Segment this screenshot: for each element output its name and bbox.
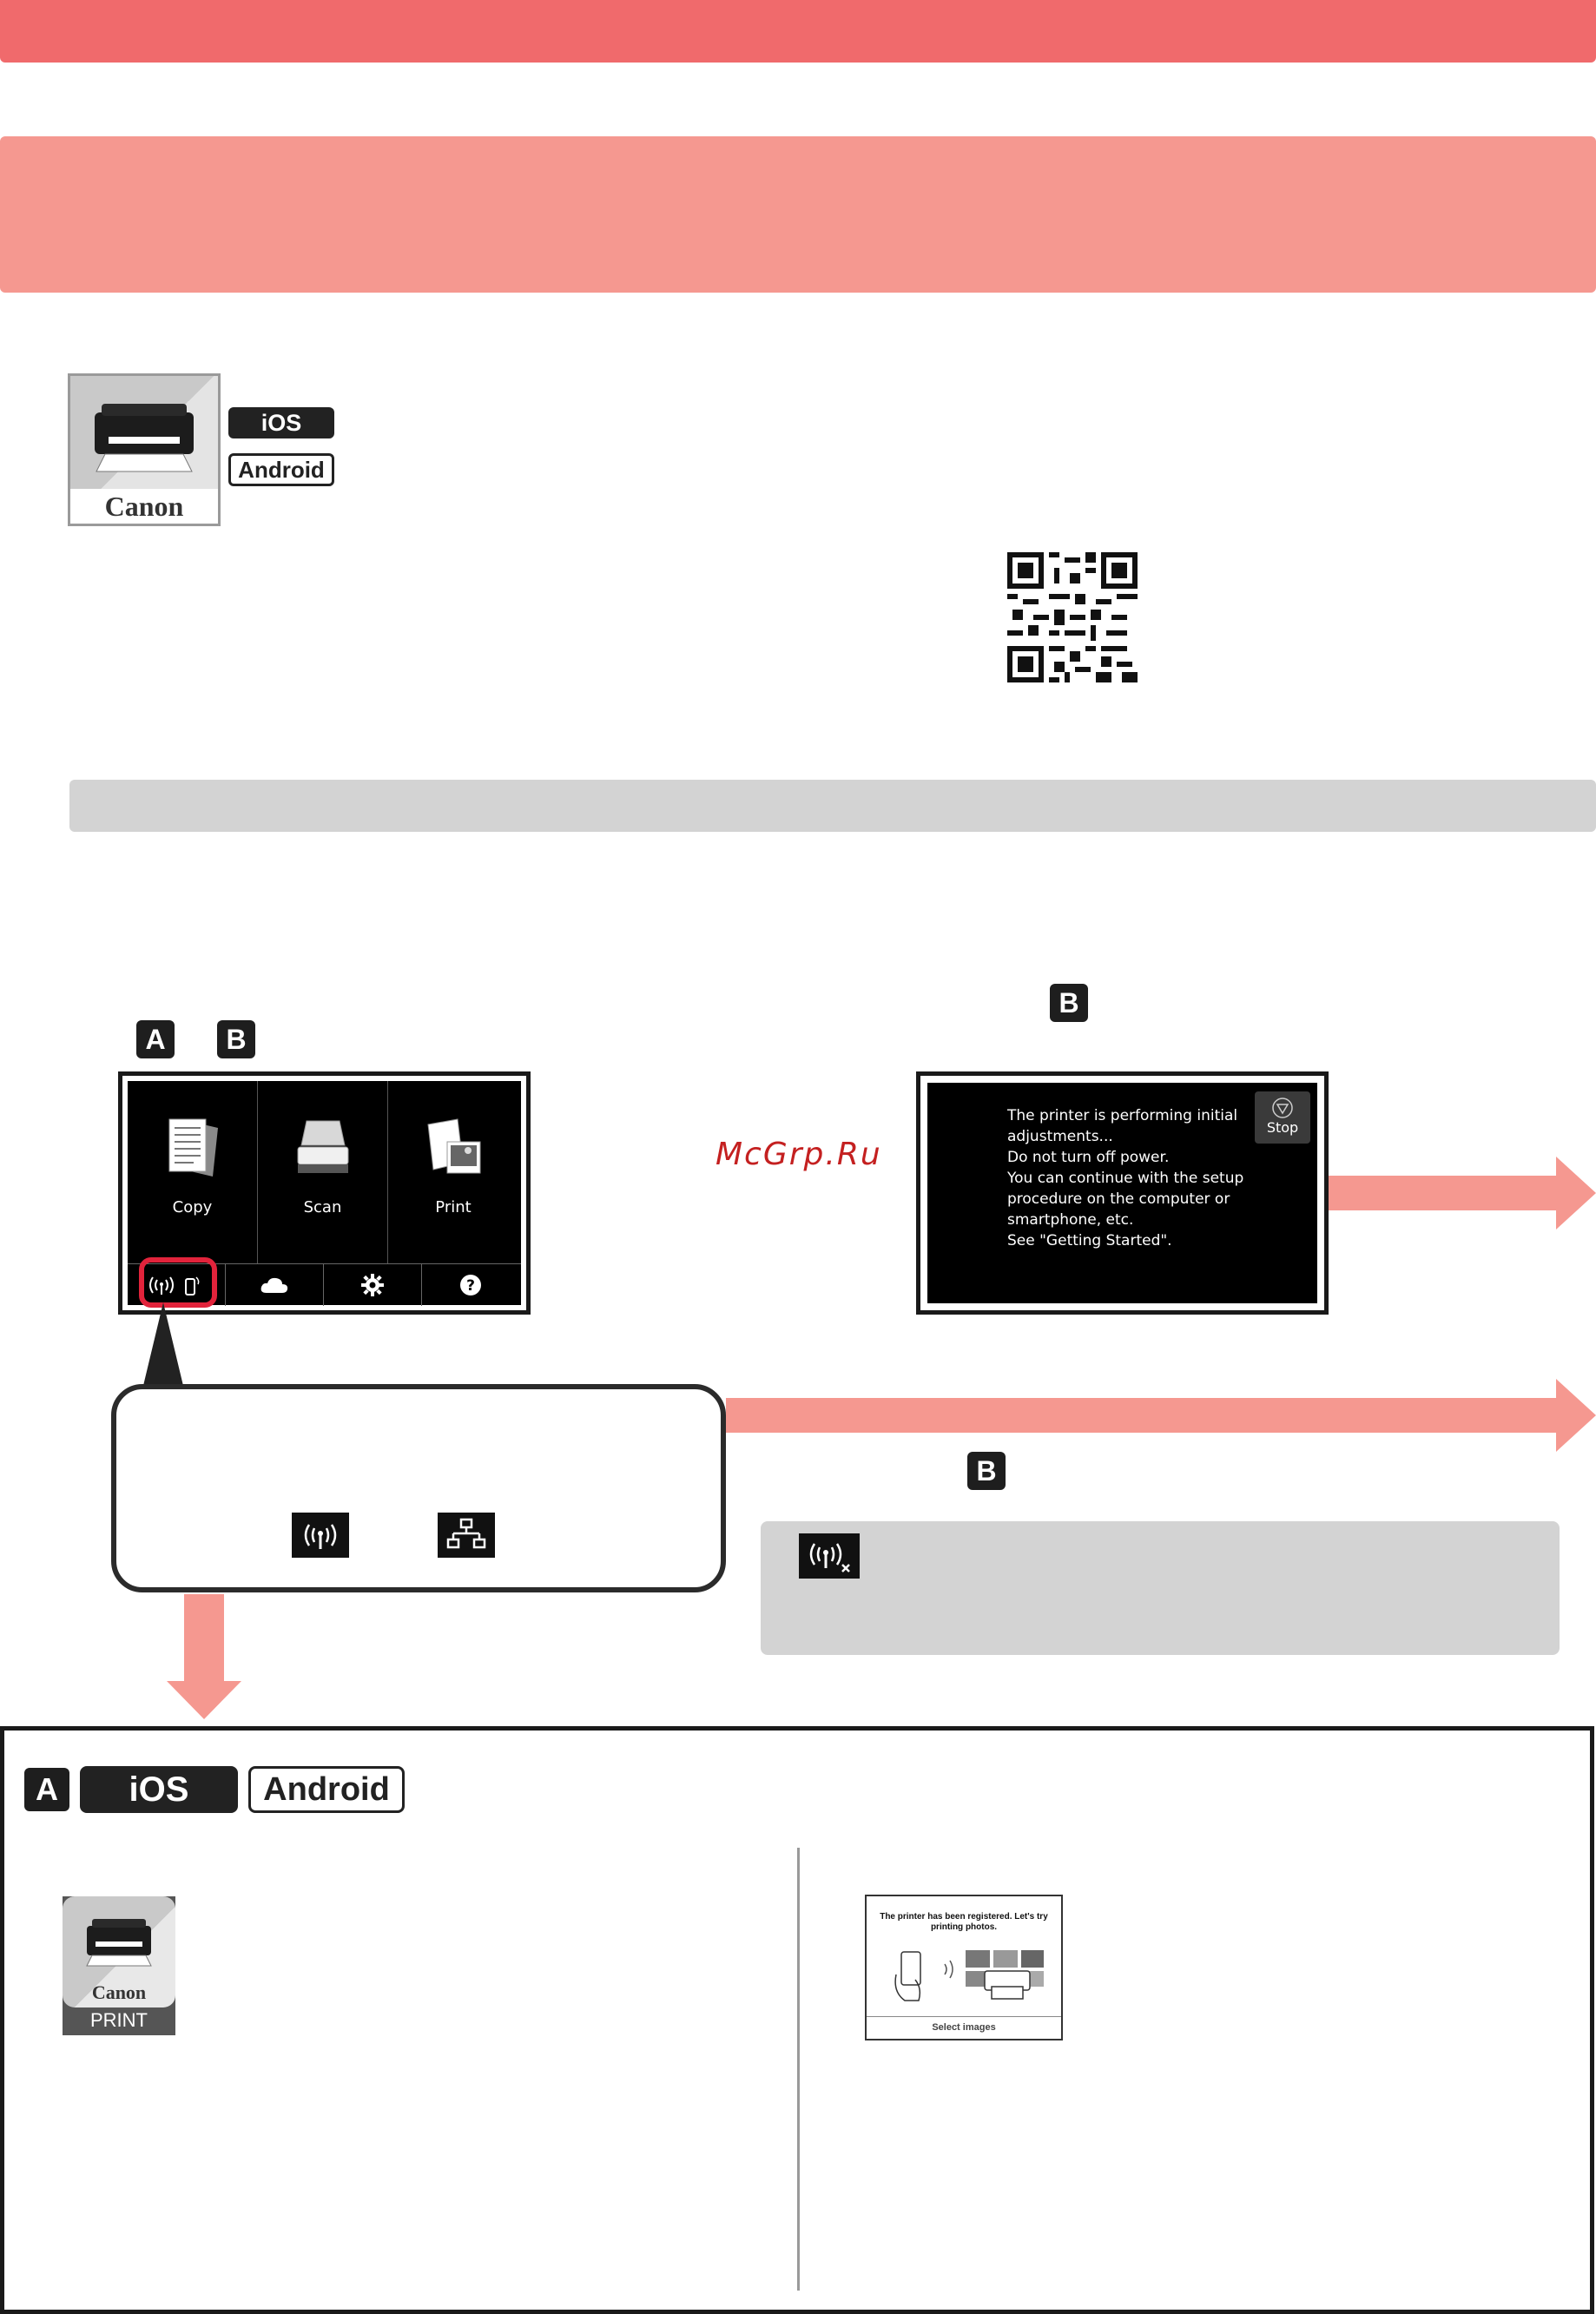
gear-icon (361, 1274, 384, 1296)
badge-a: A (24, 1768, 69, 1811)
arrow-down (167, 1594, 241, 1719)
home-screen-display: Copy Scan Print (128, 1081, 521, 1306)
title-band (0, 136, 1596, 293)
canon-print-app-icon[interactable]: Canon PRINT (63, 1896, 175, 2035)
wireless-disabled-icon (799, 1533, 860, 1579)
badge-b: B (1050, 984, 1088, 1022)
cloud-icon (261, 1277, 288, 1293)
canon-logo-text: Canon (91, 1981, 147, 2003)
callout-bubble (111, 1384, 726, 1592)
printer-icon (86, 1919, 152, 1967)
stop-button[interactable]: Stop (1255, 1091, 1310, 1144)
wired-lan-icon (438, 1513, 495, 1558)
home-bottom-bar: ? (128, 1263, 521, 1306)
copy-label: Copy (172, 1198, 213, 1216)
badge-a: A (136, 1020, 175, 1058)
help-button[interactable]: ? (422, 1264, 519, 1306)
wireless-icon (149, 1276, 200, 1295)
ios-badge: iOS (228, 407, 334, 438)
top-color-bar (0, 0, 1596, 63)
adjustment-message: The printer is performing initial adjust… (1007, 1107, 1244, 1249)
section-header-bar (69, 780, 1596, 832)
copy-icon (168, 1118, 218, 1177)
column-divider (797, 1848, 800, 2291)
wireless-lan-icon (292, 1513, 349, 1558)
wireless-button[interactable] (128, 1264, 226, 1306)
stop-icon (1272, 1098, 1293, 1118)
android-badge: Android (248, 1766, 405, 1813)
scan-button[interactable]: Scan (258, 1081, 388, 1263)
arrow-right (726, 1379, 1596, 1452)
phone-to-printer-illustration (894, 1950, 1044, 2001)
android-badge: Android (228, 453, 334, 486)
note-panel (761, 1521, 1560, 1655)
callout-pointer (142, 1302, 184, 1389)
settings-button[interactable] (324, 1264, 422, 1306)
scan-label: Scan (303, 1198, 342, 1216)
select-images-button[interactable]: Select images (867, 2016, 1061, 2039)
app-icon-background (63, 1896, 175, 2007)
app-icon-background (70, 376, 218, 489)
printer-home-screen: Copy Scan Print (118, 1071, 531, 1315)
print-icon (427, 1118, 481, 1174)
scan-icon (297, 1120, 348, 1173)
badge-b: B (967, 1452, 1006, 1490)
adjustment-screen-display: The printer is performing initial adjust… (927, 1083, 1317, 1303)
canon-app-icon: Canon (68, 373, 221, 526)
help-icon: ? (460, 1275, 481, 1295)
svg-text:?: ? (466, 1277, 475, 1295)
wireless-highlight-frame (139, 1257, 217, 1308)
print-app-label: PRINT (90, 2009, 148, 2031)
qr-code[interactable] (1007, 552, 1138, 682)
printer-icon (95, 404, 194, 472)
print-button[interactable]: Print (388, 1081, 518, 1263)
copy-button[interactable]: Copy (128, 1081, 258, 1263)
badge-b: B (217, 1020, 255, 1058)
print-label: Print (435, 1198, 472, 1216)
stop-label: Stop (1266, 1119, 1299, 1136)
watermark: McGrp.Ru (716, 1137, 882, 1172)
smartphone-setup-section (0, 1726, 1594, 2314)
app-registered-screen: The printer has been registered. Let's t… (865, 1895, 1063, 2040)
printer-adjustment-screen: The printer is performing initial adjust… (916, 1071, 1329, 1315)
canon-logo-text: Canon (104, 491, 184, 522)
registered-message: The printer has been registered. Let's t… (880, 1912, 1048, 1932)
arrow-right (1329, 1157, 1596, 1230)
ios-badge: iOS (80, 1766, 238, 1813)
cloud-button[interactable] (226, 1264, 324, 1306)
